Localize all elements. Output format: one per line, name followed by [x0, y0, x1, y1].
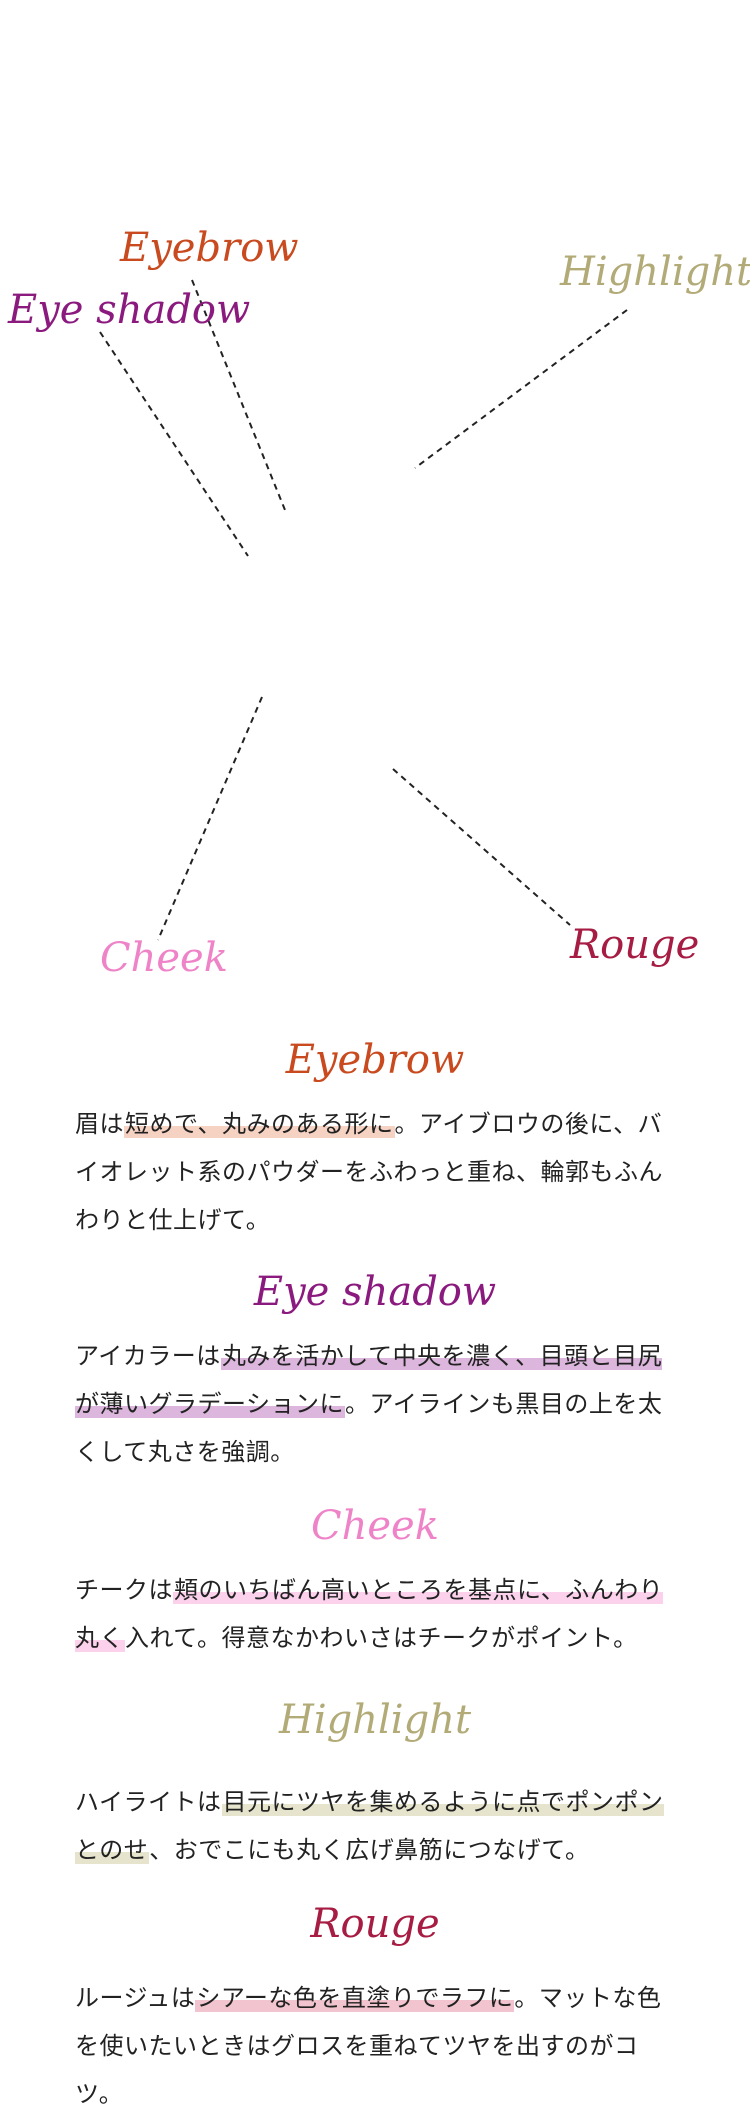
eyebrow-text-post: 。アイブロウの後に、バイオレット系のパウダーをふわっと重ね、輪郭もふんわりと仕上… [75, 1110, 663, 1234]
highlight-text-post: 、おでこにも丸く広げ鼻筋につなげて。 [149, 1836, 590, 1864]
eyebrow-text: 眉は短めで、丸みのある形に。アイブロウの後に、バイオレット系のパウダーをふわっと… [75, 1100, 675, 1244]
rouge-leader-line [392, 768, 571, 926]
highlight-leader-line [414, 309, 628, 469]
rouge-text-pre: ルージュは [75, 1984, 196, 2012]
cheek-label: Cheek [100, 935, 228, 981]
eye-shadow-text-pre: アイカラーは [75, 1342, 221, 1370]
rouge-text: ルージュはシアーな色を直塗りでラフに。マットな色を使いたいときはグロスを重ねてツ… [75, 1974, 675, 2118]
eye-shadow-label: Eye shadow [8, 287, 251, 333]
cheek-section: Cheek チークは頬のいちばん高いところを基点に、ふんわり丸く入れて。得意なか… [75, 1496, 675, 1662]
cheek-text: チークは頬のいちばん高いところを基点に、ふんわり丸く入れて。得意なかわいさはチー… [75, 1566, 675, 1662]
rouge-text-post: 。マットな色を使いたいときはグロスを重ねてツヤを出すのがコツ。 [75, 1984, 662, 2108]
eyebrow-section: Eyebrow 眉は短めで、丸みのある形に。アイブロウの後に、バイオレット系のパ… [75, 1030, 675, 1244]
highlight-section: Highlight ハイライトは目元にツヤを集めるように点でポンポンとのせ、おで… [75, 1690, 675, 1874]
cheek-text-pre: チークは [75, 1576, 173, 1604]
eyebrow-label: Eyebrow [120, 225, 299, 271]
eye-shadow-section: Eye shadow アイカラーは丸みを活かして中央を濃く、目頭と目尻が薄いグラ… [75, 1262, 675, 1476]
eye-shadow-text: アイカラーは丸みを活かして中央を濃く、目頭と目尻が薄いグラデーションに。アイライ… [75, 1332, 675, 1476]
highlight-text: ハイライトは目元にツヤを集めるように点でポンポンとのせ、おでこにも丸く広げ鼻筋に… [75, 1778, 675, 1874]
rouge-highlighted-text: シアーな色を直塗りでラフに [195, 1984, 515, 2012]
eye-shadow-leader-line [99, 331, 249, 557]
highlight-text-pre: ハイライトは [75, 1788, 222, 1816]
cheek-heading: Cheek [311, 1503, 439, 1549]
eyebrow-heading: Eyebrow [285, 1037, 465, 1083]
leader-lines [99, 279, 628, 941]
highlight-label: Highlight [560, 249, 750, 295]
eyebrow-text-pre: 眉は [75, 1110, 124, 1138]
eyebrow-leader-line [191, 279, 286, 511]
rouge-label: Rouge [570, 922, 700, 968]
eyebrow-highlighted-text: 短めで、丸みのある形に [124, 1110, 395, 1138]
highlight-heading: Highlight [278, 1697, 472, 1743]
rouge-heading: Rouge [310, 1901, 440, 1947]
rouge-section: Rouge ルージュはシアーな色を直塗りでラフに。マットな色を使いたいときはグロ… [75, 1894, 675, 2118]
cheek-text-post: 入れて。得意なかわいさはチークがポイント。 [125, 1624, 638, 1652]
cheek-leader-line [157, 696, 263, 941]
eye-shadow-text-post: 。アイラインも黒目の上を太くして丸さを強調。 [75, 1390, 663, 1466]
eye-shadow-heading: Eye shadow [253, 1269, 497, 1315]
makeup-diagram: Eyebrow Eye shadow Highlight Cheek Rouge [0, 0, 750, 1000]
